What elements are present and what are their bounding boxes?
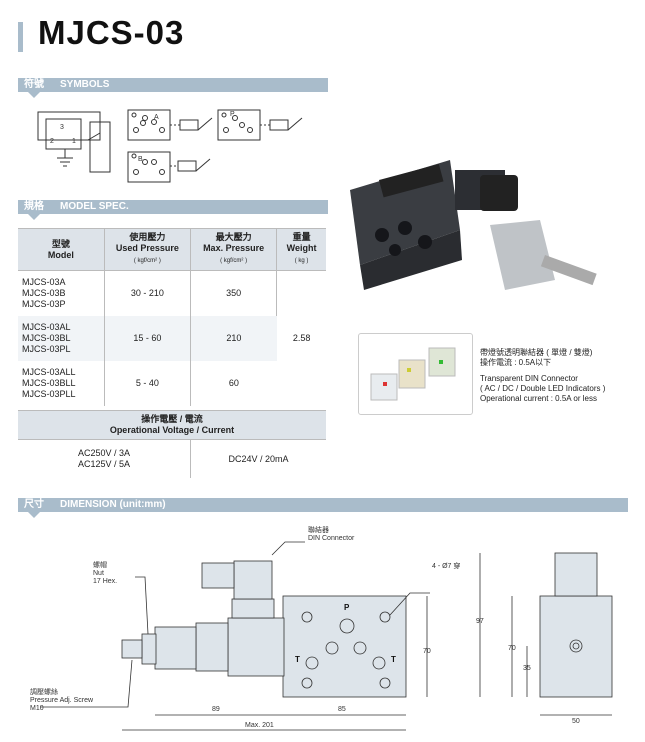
title-accent-bar <box>18 22 23 52</box>
connector-description: 帶燈號透明聯結器 ( 單燈 / 雙燈)操作電流 : 0.5A以下 Transpa… <box>480 348 606 403</box>
svg-text:97: 97 <box>476 618 484 625</box>
svg-text:35: 35 <box>523 665 531 672</box>
svg-text:A: A <box>154 114 159 121</box>
page-title: MJCS-03 <box>38 14 185 51</box>
svg-text:1: 1 <box>72 138 76 145</box>
dimension-drawing: P T T 89 85 Max. 201 70 97 70 35 50 <box>40 541 613 731</box>
svg-text:70: 70 <box>423 648 431 655</box>
symbol-port-a: A <box>127 109 213 141</box>
symbol-port-p: P <box>217 109 303 141</box>
svg-text:85: 85 <box>338 706 346 713</box>
svg-text:P: P <box>230 111 235 118</box>
svg-text:50: 50 <box>572 718 580 725</box>
svg-text:89: 89 <box>212 706 220 713</box>
svg-text:B: B <box>138 156 143 163</box>
product-photo <box>350 160 597 290</box>
symbol-port-b: B <box>127 151 211 183</box>
svg-text:70: 70 <box>508 645 516 652</box>
hydraulic-symbols: 3 2 1 A P B <box>37 109 303 183</box>
svg-text:T: T <box>391 655 396 664</box>
svg-text:Max. 201: Max. 201 <box>245 722 274 729</box>
weight-cell: 2.58 <box>292 333 311 343</box>
connector-photo <box>358 333 473 415</box>
holes-label: 4 - Ø7 穿 <box>432 563 461 570</box>
svg-text:2: 2 <box>50 138 54 145</box>
svg-text:3: 3 <box>60 124 64 131</box>
svg-text:T: T <box>295 655 300 664</box>
electrical-switch-symbol: 3 2 1 <box>37 111 111 173</box>
svg-text:P: P <box>344 603 350 612</box>
port-holes <box>301 611 391 689</box>
